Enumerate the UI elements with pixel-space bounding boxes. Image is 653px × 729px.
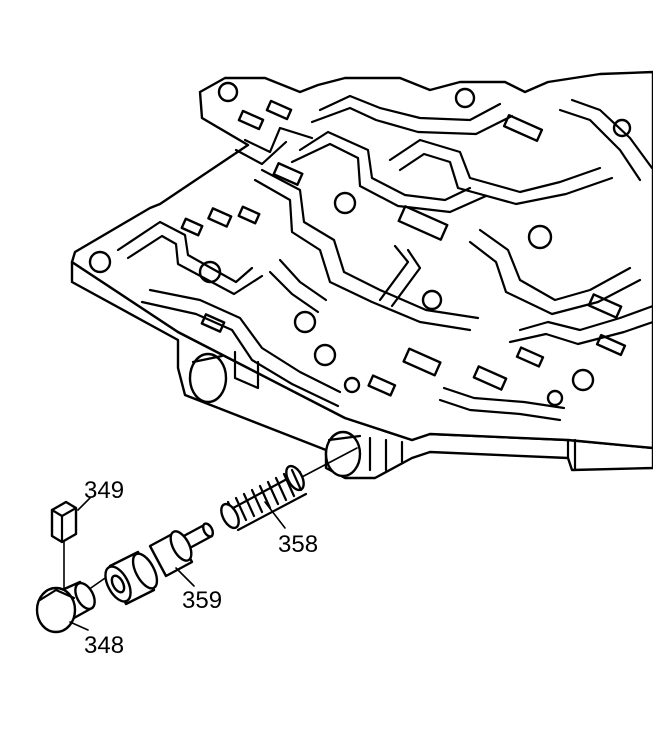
side-boss-1 (233, 350, 260, 390)
spring-358 (220, 464, 308, 532)
valve-bore-main (324, 430, 362, 478)
plug-348 (35, 580, 96, 634)
rect-ports (180, 99, 627, 397)
valve-bore-main-depth (327, 434, 362, 442)
callout-349: 349 (84, 477, 124, 504)
valve-body-top-face (70, 70, 653, 450)
bolt-holes (88, 81, 632, 407)
callout-359: 359 (182, 587, 222, 614)
assembly-centerline (299, 447, 358, 479)
side-boss-3 (566, 438, 577, 472)
leader-349 (77, 497, 91, 511)
valve-359 (104, 522, 215, 606)
retainer-349 (50, 500, 78, 544)
leader-348 (69, 621, 89, 631)
valve-body (70, 70, 653, 480)
leader-358 (264, 501, 286, 529)
fluid-passages (116, 94, 653, 422)
callout-348: 348 (84, 632, 124, 659)
valve-bore-left-depth (191, 354, 224, 364)
side-boss-2 (368, 436, 404, 472)
callout-358: 358 (278, 531, 318, 558)
valve-bore-left (188, 352, 228, 404)
leader-359 (175, 567, 195, 587)
